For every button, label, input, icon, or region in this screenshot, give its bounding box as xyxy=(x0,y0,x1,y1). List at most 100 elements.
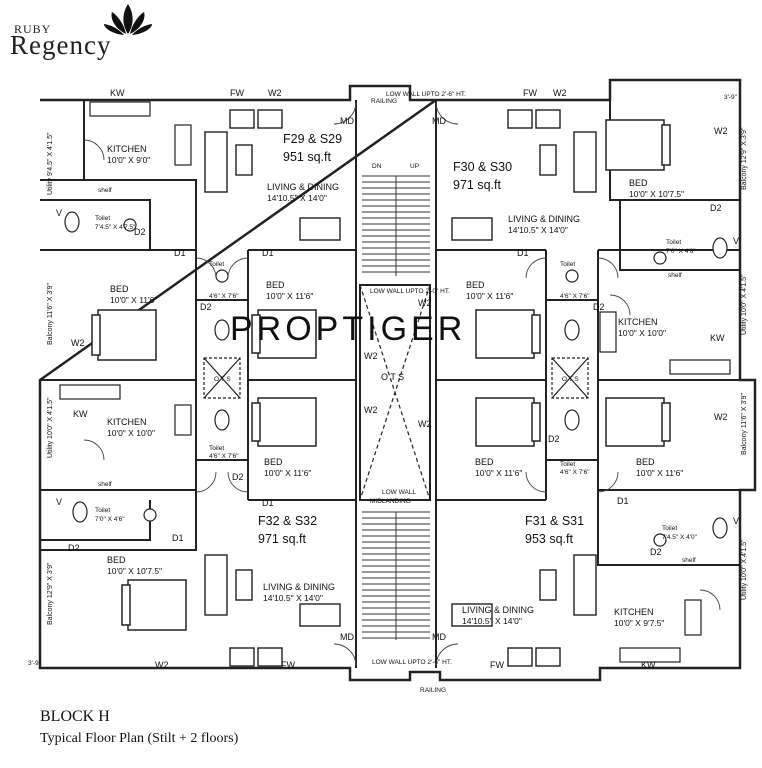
tag-d2-8: D2 xyxy=(650,547,662,557)
living-bl-dim: 14'10.5" X 14'0" xyxy=(263,593,323,603)
toilet-c3-name: Toilet xyxy=(209,445,224,452)
toilet-bl-name: Toilet xyxy=(95,507,110,514)
bed-bl-dim: 10'0" X 10'7.5" xyxy=(107,566,162,576)
tag-md-4: MD xyxy=(432,632,446,642)
toilet-fixtures xyxy=(64,211,728,547)
staircase xyxy=(362,175,430,640)
tag-md-2: MD xyxy=(432,116,446,126)
kitchen-mr-dim: 10'0" X 10'0" xyxy=(618,328,666,338)
tag-fw-4: FW xyxy=(490,660,504,670)
living-br-dim: 14'10.5" X 14'0" xyxy=(462,616,522,626)
bed-c1-name: BED xyxy=(266,280,285,290)
toilet-c2-name: Toilet xyxy=(560,261,575,268)
toilet-c2-dim: 4'6" X 7'6" xyxy=(560,293,590,300)
kitchen-tl-dim: 10'0" X 9'0" xyxy=(107,155,150,165)
tag-fw-3: FW xyxy=(281,660,295,670)
tag-fw-2: FW xyxy=(523,88,537,98)
low-wall-ots-bottom: LOW WALL xyxy=(382,489,416,496)
living-tr-name: LIVING & DINING xyxy=(508,214,580,224)
bed-r2-name: BED xyxy=(636,457,655,467)
utility-br: Utility 10'0" X 4'1.5" xyxy=(741,539,748,600)
toilet-c1-name: Toilet xyxy=(209,261,224,268)
unit-f31-area: 953 sq.ft xyxy=(525,532,573,546)
balcony-tr: Balcony 12'9" X 3'9" xyxy=(741,127,748,190)
tag-d1-3: D1 xyxy=(517,248,529,258)
toilet-tl-dim: 7'4.5" X 4'7.5" xyxy=(95,224,136,231)
ots-small-right: O T S xyxy=(562,376,579,383)
tag-d1-2: D1 xyxy=(262,248,274,258)
toilet-tr-dim: 7'0" X 4'6" xyxy=(666,248,696,255)
tag-kw-1: KW xyxy=(110,88,125,98)
balcony-mr: Balcony 11'6" X 3'9" xyxy=(741,392,748,455)
ots-center: O T S xyxy=(381,372,404,382)
labels: F29 & S29 951 sq.ft F30 & S30 971 sq.ft … xyxy=(28,88,748,694)
bed-r2-dim: 10'0" X 11'6" xyxy=(636,468,683,478)
toilet-bl-dim: 7'0" X 4'6" xyxy=(95,516,125,523)
kitchen-counters xyxy=(59,101,731,663)
living-tl-dim: 14'10.5" X 14'0" xyxy=(267,193,327,203)
unit-f30-name: F30 & S30 xyxy=(453,160,512,174)
shelf-tr: shelf xyxy=(668,272,682,279)
stair-up: UP xyxy=(410,163,419,170)
tag-w2-3: W2 xyxy=(155,660,169,670)
watermark: PROPTIGER xyxy=(230,310,466,348)
living-br-name: LIVING & DINING xyxy=(462,605,534,615)
tag-d2-5: D2 xyxy=(134,227,146,237)
low-wall-ots-top: LOW WALL UPTO 2'-0" HT. xyxy=(370,288,450,295)
kitchen-tl-name: KITCHEN xyxy=(107,144,147,154)
balcony-ml: Balcony 11'6" X 3'9" xyxy=(47,282,54,345)
tag-d2-3: D2 xyxy=(232,472,244,482)
low-wall-top: LOW WALL UPTO 2'-6" HT. xyxy=(386,91,466,98)
tag-md-3: MD xyxy=(340,632,354,642)
unit-f29-area: 951 sq.ft xyxy=(283,150,331,164)
dim-39-bottom: 3'-9" xyxy=(28,660,42,667)
bed-tr-dim: 10'0" X 10'7.5" xyxy=(629,189,684,199)
tag-w2-1: W2 xyxy=(268,88,282,98)
tag-v-2: V xyxy=(733,236,739,246)
bed-c2-name: BED xyxy=(466,280,485,290)
toilet-c4-name: Toilet xyxy=(560,461,575,468)
toilet-br-name: Toilet xyxy=(662,525,677,532)
tag-d2-7: D2 xyxy=(710,203,722,213)
tag-md-1: MD xyxy=(340,116,354,126)
low-wall-bottom: LOW WALL UPTO 2'-6" HT. xyxy=(372,659,452,666)
bed-l1-dim: 10'0" X 11'6" xyxy=(110,295,157,305)
utility-ml: Utility 10'0" X 4'1.5" xyxy=(47,397,54,458)
tag-w2-5: W2 xyxy=(71,338,85,348)
utility-mr: Utility 10'0" X 4'1.5" xyxy=(741,274,748,335)
living-bl-name: LIVING & DINING xyxy=(263,582,335,592)
kitchen-mr-name: KITCHEN xyxy=(618,317,658,327)
bed-c4-dim: 10'0" X 11'6" xyxy=(475,468,522,478)
brand-line2: Regency xyxy=(10,30,112,60)
kitchen-ml-name: KITCHEN xyxy=(107,417,147,427)
tag-w2-10: W2 xyxy=(418,419,432,429)
tag-v-1: V xyxy=(56,208,62,218)
brand-line1: RUBY xyxy=(14,22,52,36)
tag-fw-1: FW xyxy=(230,88,244,98)
tag-d1-4: D1 xyxy=(617,496,629,506)
outer-walls xyxy=(38,78,757,682)
tag-d1-1: D1 xyxy=(174,248,186,258)
bed-tr-name: BED xyxy=(629,178,648,188)
tag-d2-1: D2 xyxy=(200,302,212,312)
toilet-c3-dim: 4'6" X 7'6" xyxy=(209,453,239,460)
living-tl-name: LIVING & DINING xyxy=(267,182,339,192)
bed-c3-dim: 10'0" X 11'6" xyxy=(264,468,311,478)
bed-bl-name: BED xyxy=(107,555,126,565)
tag-kw-3: KW xyxy=(73,409,88,419)
tag-w2-8: W2 xyxy=(364,405,378,415)
tag-kw-2: KW xyxy=(641,660,656,670)
tag-w2-4: W2 xyxy=(714,126,728,136)
railing-top: RAILING xyxy=(371,98,397,105)
door-swings xyxy=(83,101,721,667)
shelf-br: shelf xyxy=(682,557,696,564)
unit-f30-area: 971 sq.ft xyxy=(453,178,501,192)
bed-c3-name: BED xyxy=(264,457,283,467)
tag-d1-6: D1 xyxy=(172,533,184,543)
ots-small-left: O T S xyxy=(214,376,231,383)
tag-d1-5: D1 xyxy=(262,498,274,508)
toilet-c4-dim: 4'6" X 7'6" xyxy=(560,469,590,476)
midlanding: MIDLANDING xyxy=(370,498,411,505)
tag-v-4: V xyxy=(733,516,739,526)
